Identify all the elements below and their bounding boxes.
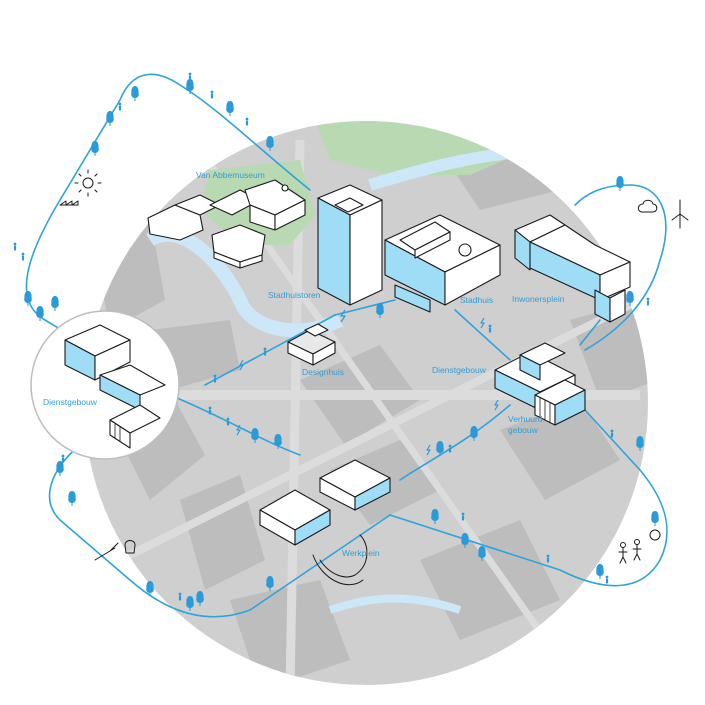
sun-factory-icon bbox=[60, 170, 101, 205]
label-inwonersplein: Inwonersplein bbox=[512, 294, 565, 304]
label-werkplein: Werkplein bbox=[342, 548, 380, 558]
label-verhuurd-line1: Verhuurd bbox=[508, 414, 543, 424]
dienstgebouw-inset bbox=[31, 311, 179, 459]
label-van-abbemuseum: Van Abbemuseum bbox=[196, 170, 265, 180]
label-dienstgebouw-inset: Dienstgebouw bbox=[43, 397, 98, 407]
label-stadhuistoren: Stadhuistoren bbox=[268, 290, 321, 300]
label-dienstgebouw-center: Dienstgebouw bbox=[432, 365, 487, 375]
people-speech-icon bbox=[619, 530, 660, 563]
label-stadhuis: Stadhuis bbox=[460, 295, 493, 305]
label-verhuurd-line2: gebouw bbox=[508, 425, 539, 435]
building-stadhuistoren bbox=[318, 185, 382, 305]
label-designhuis: Designhuis bbox=[302, 367, 344, 377]
cloud-wind-turbine-icon bbox=[638, 200, 688, 228]
